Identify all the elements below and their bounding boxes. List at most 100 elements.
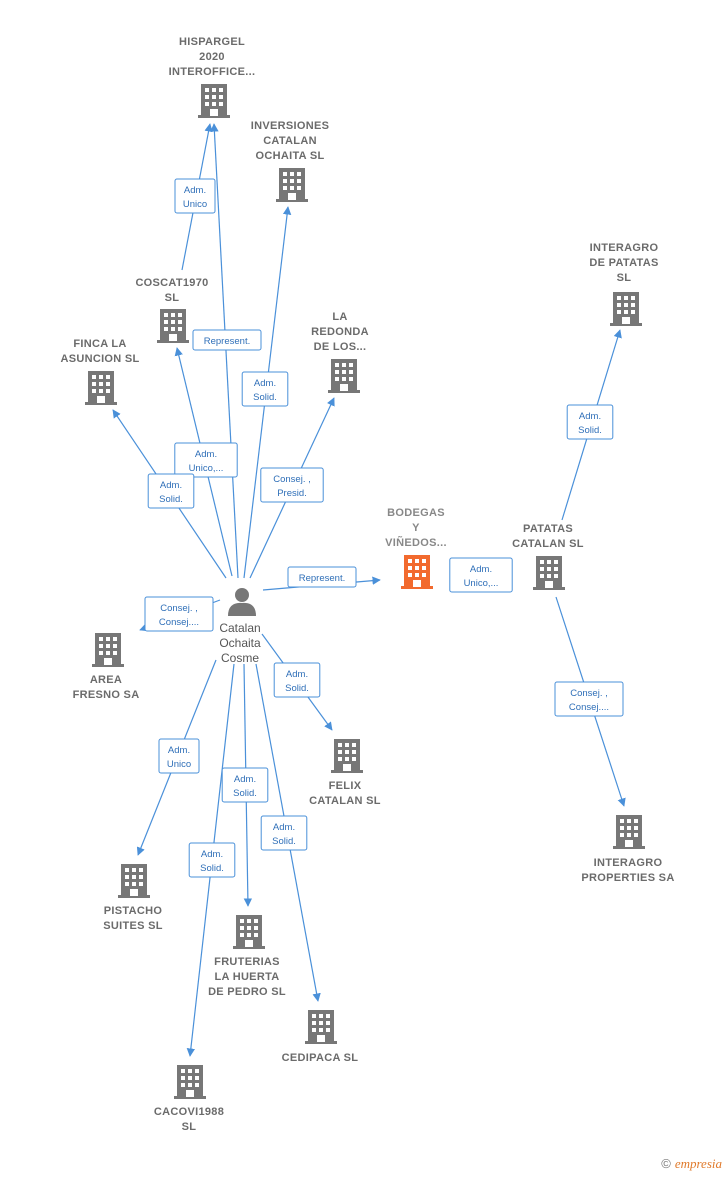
edge-label-text: Consej. , <box>273 474 311 485</box>
edge-label-text: Adm. <box>234 774 256 785</box>
edge-label-box <box>174 442 238 478</box>
company-label: INTEROFFICE... <box>169 66 256 78</box>
company-label: DE LOS... <box>314 341 367 353</box>
company-label: INVERSIONES <box>251 120 330 132</box>
company-node-interagro_prop[interactable]: INTERAGRO PROPERTIES SA <box>581 815 674 884</box>
edge-label-text: Unico,... <box>464 578 499 589</box>
company-node-fruterias[interactable]: FRUTERIAS LA HUERTA DE PEDRO SL <box>208 915 286 998</box>
company-label: INTERAGRO <box>594 857 663 869</box>
edge-label-text: Solid. <box>233 788 257 799</box>
company-label: AREA <box>90 674 122 686</box>
building-icon <box>92 633 124 667</box>
edge-label-text: Consej. , <box>570 688 608 699</box>
building-icon <box>328 359 360 393</box>
company-label: LA HUERTA <box>214 971 279 983</box>
edge-label-e_patatas_interagro[interactable]: Adm. Solid. <box>566 404 614 440</box>
edge-label-box <box>192 329 262 351</box>
company-node-bodegas[interactable]: BODEGASYVIÑEDOS... <box>385 507 447 589</box>
company-label: FRUTERIAS <box>214 956 280 968</box>
edge-label-e_person_pistacho[interactable]: Adm.Unico <box>158 738 200 774</box>
person-label: Ochaita <box>219 636 261 650</box>
footer-brand[interactable]: ©empresia <box>661 1156 722 1172</box>
company-node-finca[interactable]: FINCA LA ASUNCION SL <box>60 338 139 405</box>
edge-label-e_person_felix[interactable]: Adm.Solid. <box>273 662 321 698</box>
person-label: Cosme <box>221 651 259 665</box>
edge-label-e_person_coscat[interactable]: Adm.Unico,... <box>174 442 238 478</box>
company-label: CATALAN <box>263 135 317 147</box>
company-label: COSCAT1970 <box>135 277 208 289</box>
edge-label-text: Presid. <box>277 488 307 499</box>
company-label: CACOVI1988 <box>154 1106 224 1118</box>
edge-label-text: Represent. <box>204 336 250 347</box>
edge-label-e_person_cedipaca[interactable]: Adm. Solid. <box>260 815 308 851</box>
edge-label-e_person_redonda[interactable]: Consej. , Presid. <box>260 467 324 503</box>
company-label: BODEGAS <box>387 507 445 519</box>
company-label: INTERAGRO <box>590 242 659 254</box>
edge-label-text: Consej.... <box>159 617 199 628</box>
copyright-icon: © <box>661 1156 671 1171</box>
company-node-cedipaca[interactable]: CEDIPACA SL <box>282 1010 359 1064</box>
edge-label-text: Adm. <box>184 185 206 196</box>
company-label: CATALAN SL <box>512 538 584 550</box>
company-label: DE PEDRO SL <box>208 986 286 998</box>
edge-label-text: Adm. <box>168 745 190 756</box>
edge-label-e_person_bodegas[interactable]: Represent. <box>287 566 357 588</box>
edge-label-e_patatas_bodegas[interactable]: Adm.Unico,... <box>449 557 513 593</box>
edge-label-e_person_inversiones[interactable]: Adm.Solid. <box>241 371 289 407</box>
edge-label-box <box>566 404 614 440</box>
edge-label-text: Unico,... <box>189 463 224 474</box>
company-label: SL <box>617 272 632 284</box>
company-node-interagro_patatas[interactable]: INTERAGRO DE PATATAS SL <box>589 242 658 326</box>
building-icon <box>233 915 265 949</box>
edge-label-e_coscat_hispargel[interactable]: Adm.Unico <box>174 178 216 214</box>
edge-label-box <box>273 662 321 698</box>
company-label: HISPARGEL <box>179 36 245 48</box>
building-icon <box>276 168 308 202</box>
building-icon <box>533 556 565 590</box>
edge-label-text: Adm. <box>201 849 223 860</box>
company-label: Y <box>412 522 420 534</box>
edge-label-e_person_fruterias[interactable]: Adm. Solid. <box>221 767 269 803</box>
building-icon <box>305 1010 337 1044</box>
edge-label-e_person_hispargel[interactable]: Represent. <box>192 329 262 351</box>
edge-label-box <box>260 467 324 503</box>
edge-labels-layer: Adm.UnicoRepresent.Adm.Solid.Adm.Unico,.… <box>144 178 624 878</box>
edge-label-e_person_cacovi[interactable]: Adm. Solid. <box>188 842 236 878</box>
company-label: REDONDA <box>311 326 369 338</box>
edge-label-text: Solid. <box>159 494 183 505</box>
edge-label-e_person_finca[interactable]: Adm.Solid. <box>147 473 195 509</box>
building-icon <box>85 371 117 405</box>
company-label: PISTACHO <box>104 905 163 917</box>
edge-label-e_person_area[interactable]: Consej. ,Consej.... <box>144 596 214 632</box>
edge-label-text: Solid. <box>272 836 296 847</box>
edge-label-text: Adm. <box>579 411 601 422</box>
edge-label-text: Adm. <box>273 822 295 833</box>
company-label: PROPERTIES SA <box>581 872 674 884</box>
company-label: DE PATATAS <box>589 257 658 269</box>
company-label: FINCA LA <box>73 338 126 350</box>
edge-label-box <box>147 473 195 509</box>
company-label: LA <box>332 311 347 323</box>
edge-label-text: Solid. <box>200 863 224 874</box>
building-icon <box>401 555 433 589</box>
edge-label-box <box>144 596 214 632</box>
edge-label-text: Solid. <box>578 425 602 436</box>
brand-logo-text: empresia <box>674 1156 722 1171</box>
company-label: CATALAN SL <box>309 795 381 807</box>
company-node-hispargel[interactable]: HISPARGEL2020INTEROFFICE... <box>169 36 256 118</box>
edge-e_person_hispargel <box>210 123 239 579</box>
building-icon <box>174 1065 206 1099</box>
company-node-redonda[interactable]: LA REDONDA DE LOS... <box>311 311 369 393</box>
edge-label-box <box>287 566 357 588</box>
edge-label-e_patatas_properties[interactable]: Consej. ,Consej.... <box>554 681 624 717</box>
company-label: ASUNCION SL <box>60 353 139 365</box>
